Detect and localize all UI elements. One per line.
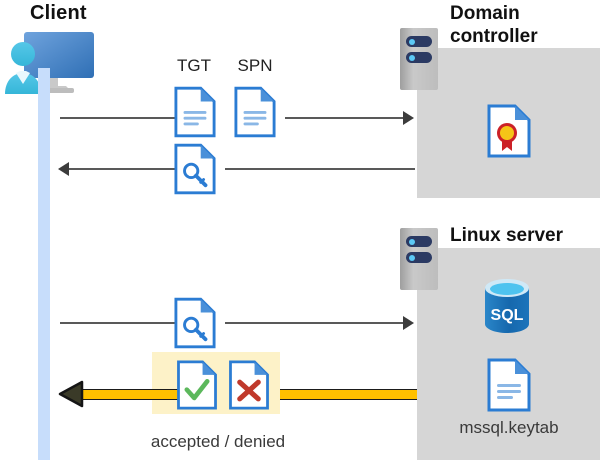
message-3-line-right (225, 322, 403, 324)
tgt-document-icon (174, 86, 216, 143)
linux-server-title: Linux server (450, 225, 563, 246)
message-4-arrowhead (58, 379, 84, 414)
message-3-arrowhead (403, 316, 414, 330)
accepted-denied-label: accepted / denied (150, 432, 286, 451)
client-lifeline (38, 68, 50, 460)
message-2-line-left (69, 168, 175, 170)
domain-controller-server-icon (400, 28, 438, 90)
spn-document-icon (234, 86, 276, 143)
message-4-gold-line-right (280, 389, 417, 400)
tgt-label: TGT (177, 56, 211, 75)
sql-label: SQL (491, 307, 524, 324)
accepted-document-icon (176, 360, 218, 415)
message-3-line-left (60, 322, 175, 324)
message-1-line-left (60, 117, 175, 119)
client-title: Client (30, 2, 87, 24)
domain-controller-title-line2: controller (450, 26, 538, 47)
keytab-document-icon (487, 358, 531, 417)
keytab-label: mssql.keytab (459, 418, 559, 437)
denied-document-icon (228, 360, 270, 415)
user-computer-icon (2, 22, 98, 103)
domain-controller-title-line1: Domain (450, 3, 520, 24)
message-2-line-right (225, 168, 415, 170)
message-2-arrowhead (58, 162, 69, 176)
ticket-key-document-icon-2 (174, 297, 216, 354)
sql-database-icon: SQL (482, 278, 532, 339)
message-1-arrowhead (403, 111, 414, 125)
certificate-icon (487, 104, 531, 163)
message-1-line-right (285, 117, 403, 119)
linux-server-server-icon (400, 228, 438, 290)
ticket-key-document-icon-1 (174, 143, 216, 200)
message-4-gold-line-left (78, 389, 178, 400)
domain-controller-title: Domain controller (450, 2, 596, 48)
spn-label: SPN (237, 56, 273, 75)
